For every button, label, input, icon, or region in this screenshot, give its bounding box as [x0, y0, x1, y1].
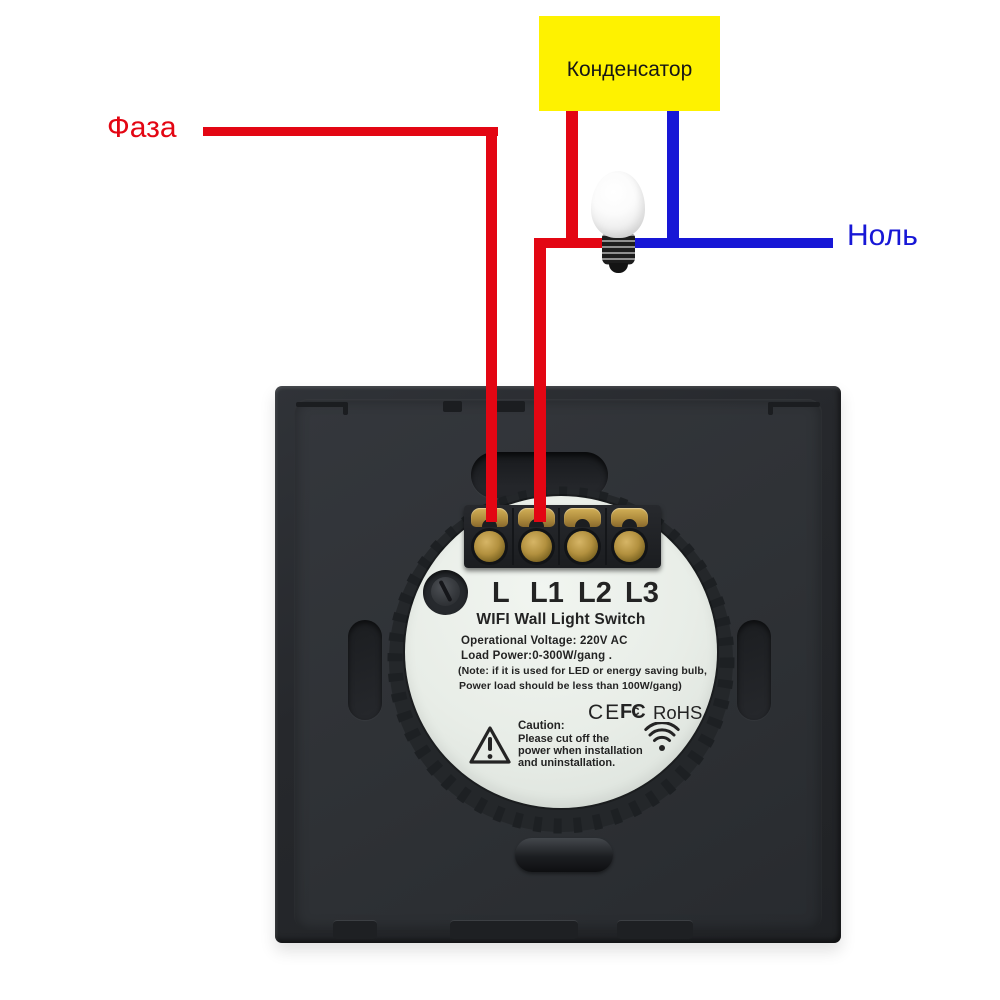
- rohs-mark: RoHS: [653, 702, 703, 723]
- neutral-label: Ноль: [847, 219, 918, 252]
- mounting-screw: [431, 577, 460, 606]
- terminal-label-l: L: [492, 577, 510, 609]
- terminal-label-l1: L1: [530, 577, 564, 609]
- warning-triangle-icon: [469, 726, 511, 764]
- ce-mark: CE: [588, 701, 622, 724]
- terminal-divider-1: [512, 508, 514, 565]
- caution-line-3: and uninstallation.: [518, 757, 616, 769]
- bulb-base: [602, 234, 635, 265]
- mounting-slot-left: [348, 620, 382, 720]
- cover-seam-top-right-step: [768, 402, 773, 415]
- phase-wire-bulb-horizontal: [534, 238, 620, 248]
- terminal-screw-l3: [614, 531, 645, 562]
- wifi-icon: [644, 722, 680, 751]
- caution-line-2: power when installation: [518, 745, 643, 757]
- terminal-divider-2: [558, 508, 560, 565]
- cover-seam-top-left: [296, 402, 348, 407]
- bulb-tip: [609, 263, 628, 273]
- cover-clip-top-a: [443, 401, 462, 412]
- fcc-mark-inner-c: C: [631, 706, 640, 718]
- device-title: WIFI Wall Light Switch: [476, 611, 646, 628]
- capacitor-lead-neutral: [667, 110, 679, 248]
- terminal-slot-l3: [611, 508, 648, 527]
- fcc-mark: FCC: [620, 701, 646, 724]
- capacitor-box: Конденсатор: [539, 16, 720, 111]
- capacitor-lead-phase: [566, 110, 578, 247]
- spec-line-note-2: Power load should be less than 100W/gang…: [459, 680, 682, 692]
- terminal-screw-l: [474, 531, 505, 562]
- mounting-slot-right: [737, 620, 771, 720]
- cover-clip-top-b: [491, 401, 525, 412]
- bottom-grip-bump: [515, 838, 613, 872]
- terminal-slot-l2: [564, 508, 601, 527]
- cover-seam-top-left-step: [343, 402, 348, 415]
- bottom-tab-right: [617, 920, 693, 939]
- fcc-mark-text: FC: [620, 701, 646, 723]
- phase-label: Фаза: [107, 111, 177, 144]
- terminal-divider-3: [605, 508, 607, 565]
- light-bulb-icon: [591, 171, 645, 238]
- phase-wire-horizontal: [203, 127, 498, 136]
- phase-wire-to-terminal-l: [486, 127, 497, 522]
- spec-line-load: Load Power:0-300W/gang .: [461, 650, 613, 662]
- caution-line-1: Please cut off the: [518, 733, 610, 745]
- module-gear-teeth: [387, 486, 735, 834]
- caution-title: Caution:: [518, 720, 565, 732]
- spec-line-voltage: Operational Voltage: 220V AC: [461, 635, 628, 647]
- spec-line-note-1: (Note: if it is used for LED or energy s…: [458, 665, 707, 677]
- capacitor-label: Конденсатор: [566, 57, 693, 81]
- terminal-screw-l2: [567, 531, 598, 562]
- terminal-label-l3: L3: [625, 577, 659, 609]
- screw-slot: [438, 579, 453, 603]
- bottom-tab-left: [333, 920, 377, 939]
- cover-seam-top-right: [768, 402, 820, 407]
- phase-wire-to-terminal-l1: [534, 238, 546, 522]
- terminal-label-l2: L2: [578, 577, 612, 609]
- neutral-wire-horizontal: [618, 238, 833, 248]
- bottom-tab-center: [450, 920, 578, 939]
- terminal-screw-l1: [521, 531, 552, 562]
